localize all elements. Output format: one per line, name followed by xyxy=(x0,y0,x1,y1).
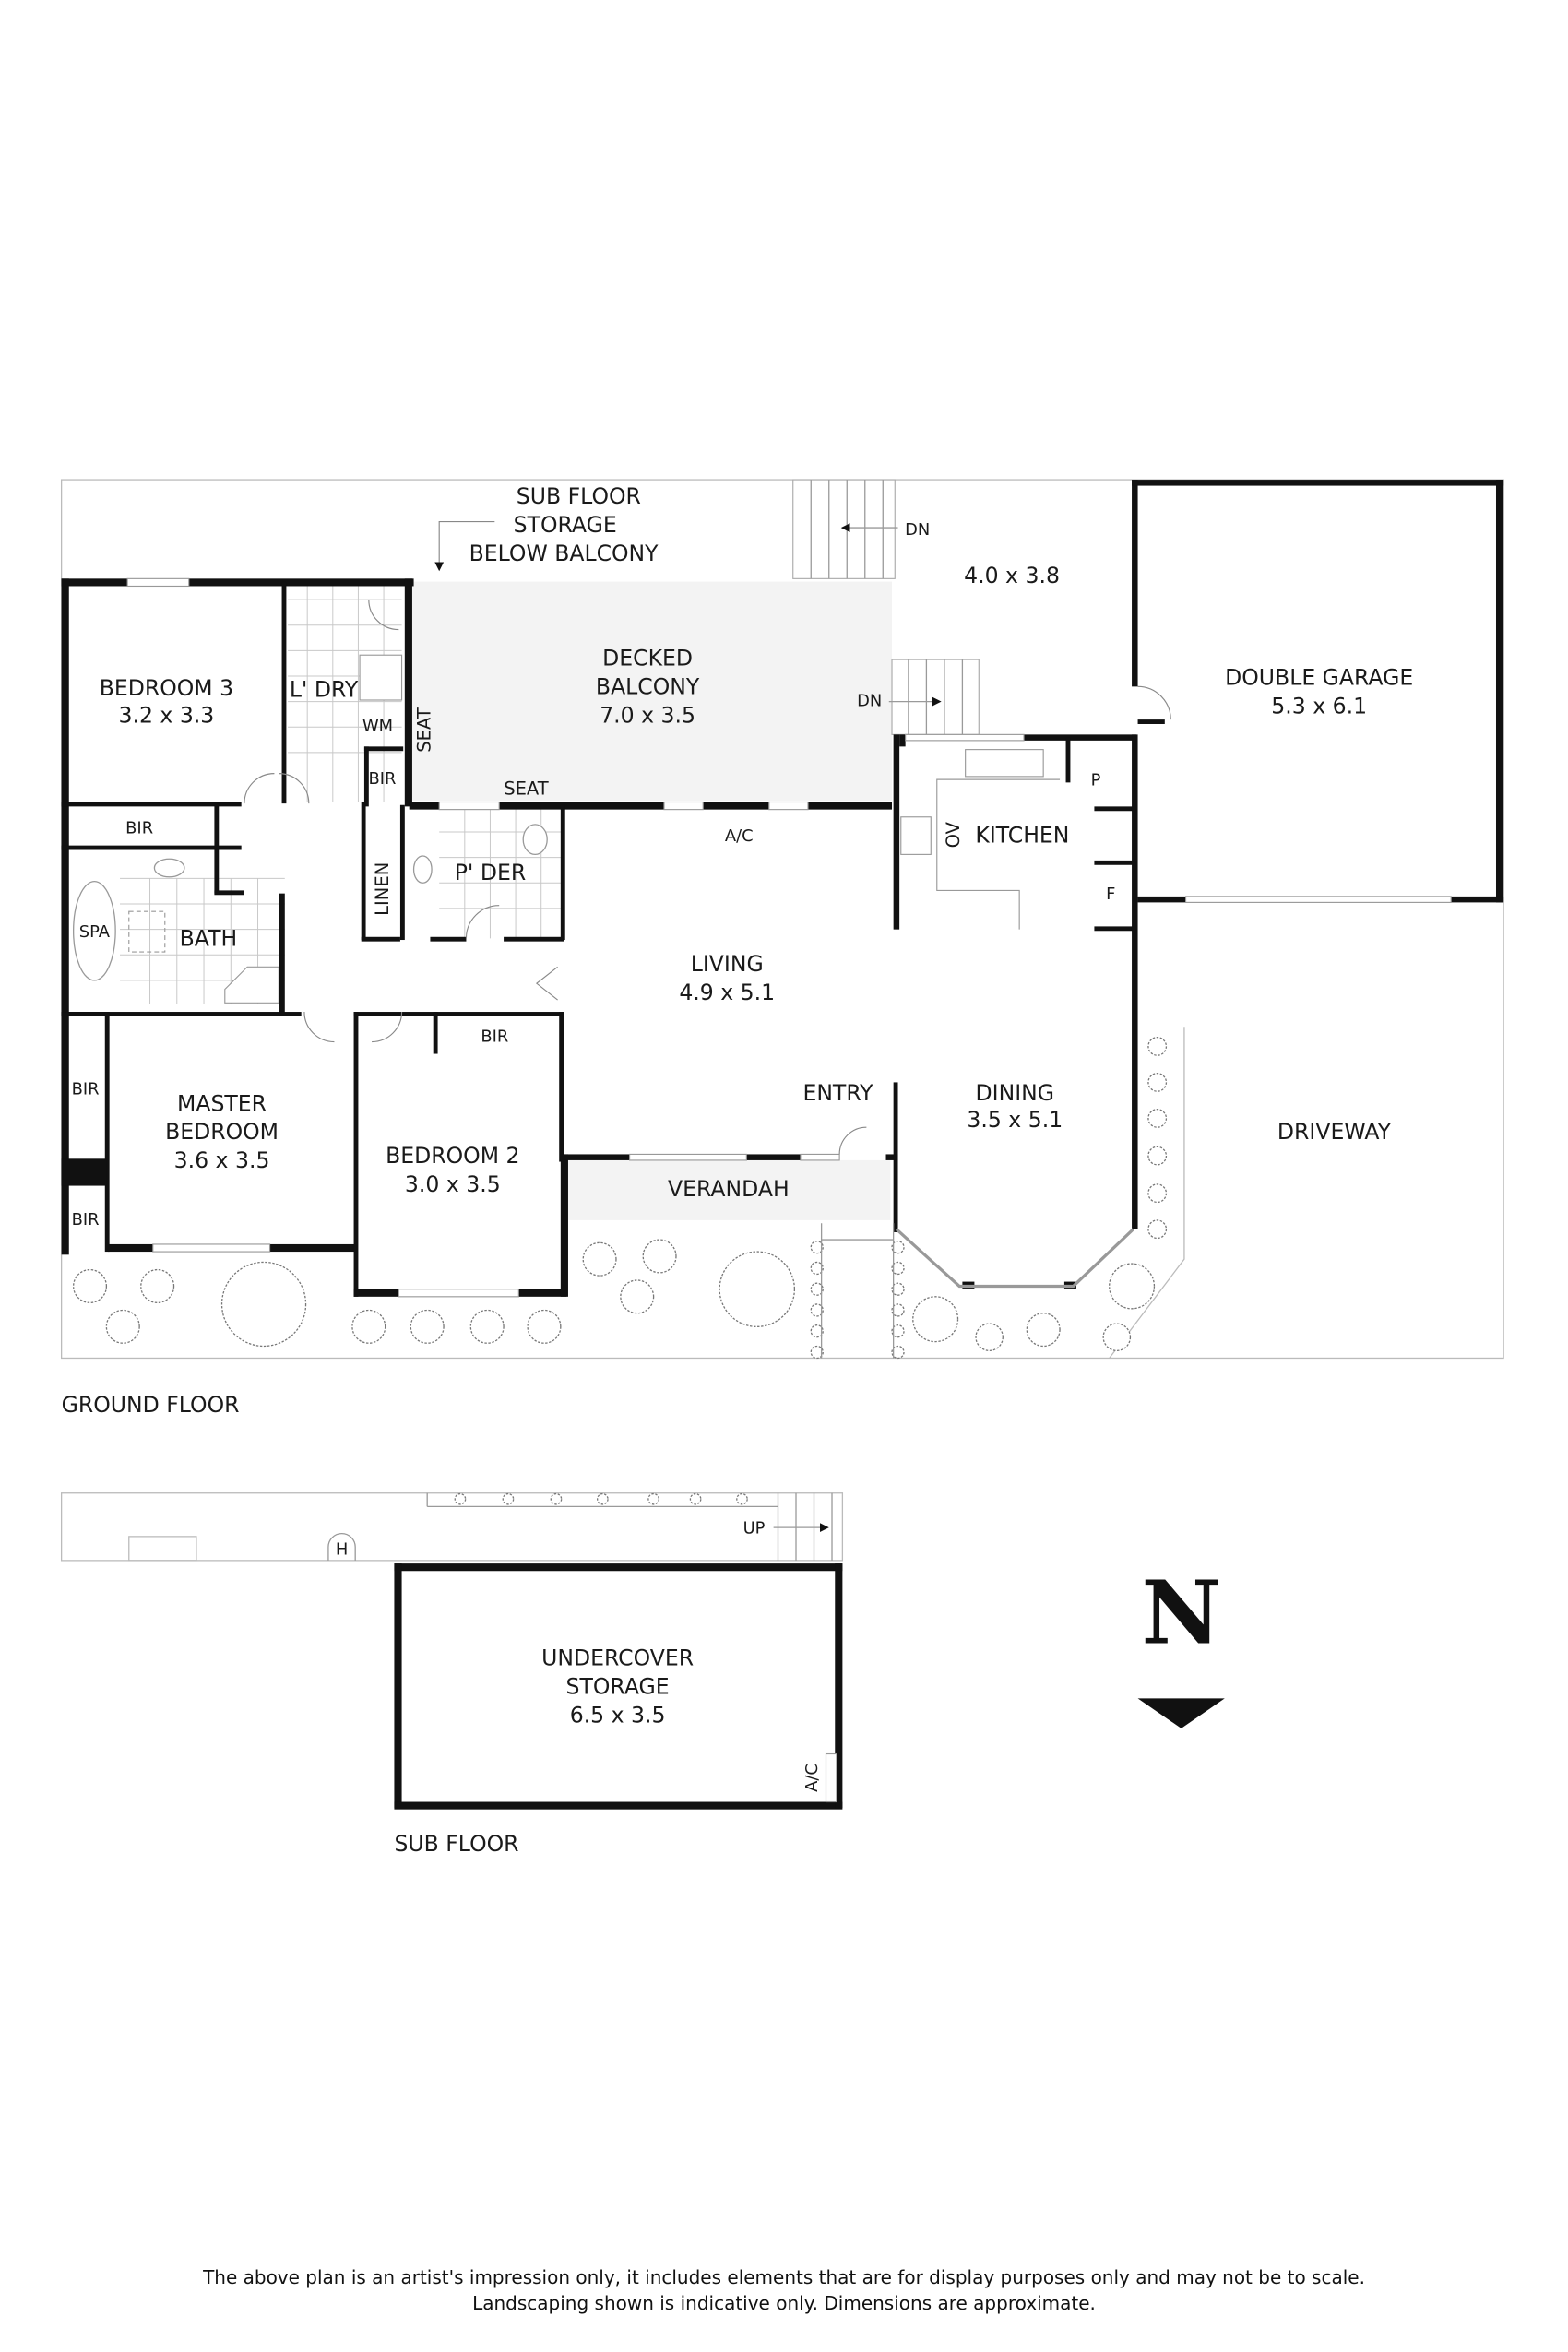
subfloor-stairs xyxy=(773,1492,833,1561)
label-fridge: F xyxy=(1106,885,1115,904)
disclaimer-line-1: The above plan is an artist's impression… xyxy=(203,2266,1365,2288)
window-bed2 xyxy=(398,1289,519,1298)
label-subfloor-ac: A/C xyxy=(802,1764,822,1792)
label-garage: DOUBLE GARAGE xyxy=(1225,665,1413,691)
window-balcony-1 xyxy=(663,801,704,811)
label-decked: DECKED xyxy=(602,646,693,671)
size-master: 3.6 x 3.5 xyxy=(174,1147,270,1173)
annotation-arrow xyxy=(438,521,495,564)
doors xyxy=(244,600,1171,1155)
subfloor-box xyxy=(128,1536,197,1562)
label-hws: H xyxy=(336,1539,348,1559)
label-dining: DINING xyxy=(976,1080,1055,1106)
label-master-2: BEDROOM xyxy=(165,1119,279,1145)
subfloor-annotation-1: SUB FLOOR xyxy=(517,483,641,509)
window-bed3 xyxy=(126,577,190,588)
disclaimer: The above plan is an artist's impression… xyxy=(0,2264,1568,2316)
room-labels: SUB FLOOR STORAGE BELOW BALCONY BEDROOM … xyxy=(100,483,1414,1202)
subfloor-ac-unit xyxy=(825,1752,837,1803)
size-bedroom3: 3.2 x 3.3 xyxy=(118,702,214,728)
powder-basin xyxy=(412,855,433,884)
label-bedroom3: BEDROOM 3 xyxy=(100,675,233,701)
size-undercover: 6.5 x 3.5 xyxy=(570,1702,666,1728)
label-storage: STORAGE xyxy=(566,1674,670,1700)
label-entry: ENTRY xyxy=(802,1080,873,1106)
window-entry xyxy=(800,1153,840,1161)
landscaping xyxy=(72,1037,1168,1360)
ground-floor-caption: GROUND FLOOR xyxy=(62,1392,240,1418)
window-master xyxy=(152,1243,271,1253)
label-driveway: DRIVEWAY xyxy=(1277,1119,1392,1145)
label-verandah: VERANDAH xyxy=(668,1176,790,1202)
cooktop xyxy=(900,816,932,855)
label-oven: OV xyxy=(943,821,964,848)
label-linen: LINEN xyxy=(372,862,393,916)
label-pantry: P xyxy=(1091,771,1101,790)
window-kitchen xyxy=(905,733,1025,742)
label-dn-top: DN xyxy=(905,520,930,540)
label-laundry: L' DRY xyxy=(290,677,359,703)
label-seat-bottom: SEAT xyxy=(504,778,549,799)
label-undercover: UNDERCOVER xyxy=(541,1645,694,1671)
size-deck-area: 4.0 x 3.8 xyxy=(964,563,1060,588)
bath-mat xyxy=(128,910,166,953)
north-arrow-icon xyxy=(1137,1698,1225,1728)
disclaimer-line-2: Landscaping shown is indicative only. Di… xyxy=(472,2292,1096,2314)
size-garage: 5.3 x 6.1 xyxy=(1271,694,1367,719)
size-dining: 3.5 x 5.1 xyxy=(967,1107,1063,1133)
label-bir-master-2: BIR xyxy=(72,1210,100,1229)
spa-tub xyxy=(72,880,116,981)
window-garage xyxy=(1184,896,1452,903)
fixture-labels: WM BIR BIR SEAT SPA BIR BIR BIR A/C P F … xyxy=(72,520,1116,1229)
label-seat-side: SEAT xyxy=(413,707,434,753)
decked-balcony-area xyxy=(409,581,893,801)
dining-bay-window xyxy=(895,1228,1134,1289)
label-dn-balcony: DN xyxy=(857,691,882,710)
stairs-balcony xyxy=(888,659,980,735)
shower xyxy=(224,966,279,1004)
label-balcony: BALCONY xyxy=(596,673,700,699)
label-bir-bed2: BIR xyxy=(481,1028,508,1047)
sub-floor: H UP UNDERCOVER STORAGE 6.5 x 3.5 A/C SU… xyxy=(60,1492,844,1857)
window-living xyxy=(629,1153,747,1161)
powder-tiles xyxy=(439,809,563,939)
walls xyxy=(61,480,1504,1810)
window-balcony-2 xyxy=(768,801,809,811)
label-bir-laundry: BIR xyxy=(368,769,396,789)
toilet xyxy=(522,824,548,856)
verandah-area xyxy=(566,1159,891,1220)
size-living: 4.9 x 5.1 xyxy=(679,980,775,1005)
label-bir-bed3: BIR xyxy=(125,819,153,838)
label-spa: SPA xyxy=(79,922,111,942)
label-wm: WM xyxy=(362,717,393,736)
label-up: UP xyxy=(743,1519,766,1538)
label-ac: A/C xyxy=(725,826,754,846)
size-balcony: 7.0 x 3.5 xyxy=(600,702,695,728)
stairs-top xyxy=(792,479,898,579)
subfloor-path xyxy=(60,1492,844,1562)
sub-floor-caption: SUB FLOOR xyxy=(394,1831,518,1857)
kitchen-island xyxy=(936,778,1061,930)
label-master-1: MASTER xyxy=(177,1090,267,1116)
label-powder: P' DER xyxy=(455,860,527,885)
window-powder xyxy=(438,801,500,811)
label-kitchen: KITCHEN xyxy=(975,822,1069,848)
laundry-tub xyxy=(359,654,403,701)
subfloor-annotation-3: BELOW BALCONY xyxy=(469,540,659,566)
subfloor-shrubs xyxy=(454,1492,748,1505)
driveway-edge xyxy=(1109,1027,1185,1359)
hot-water-unit xyxy=(327,1533,356,1561)
ground-floor: SUB FLOOR STORAGE BELOW BALCONY BEDROOM … xyxy=(60,479,1504,1810)
kitchen-sink xyxy=(965,749,1044,778)
label-bath: BATH xyxy=(180,926,238,952)
label-bir-master-1: BIR xyxy=(72,1079,100,1099)
label-bedroom2: BEDROOM 2 xyxy=(386,1143,519,1169)
bath-basin xyxy=(153,858,185,878)
north-label: N xyxy=(1142,1562,1221,1664)
size-bedroom2: 3.0 x 3.5 xyxy=(405,1171,501,1197)
label-living: LIVING xyxy=(691,951,764,977)
subfloor-annotation-2: STORAGE xyxy=(514,512,617,538)
compass: N xyxy=(1137,1562,1225,1728)
